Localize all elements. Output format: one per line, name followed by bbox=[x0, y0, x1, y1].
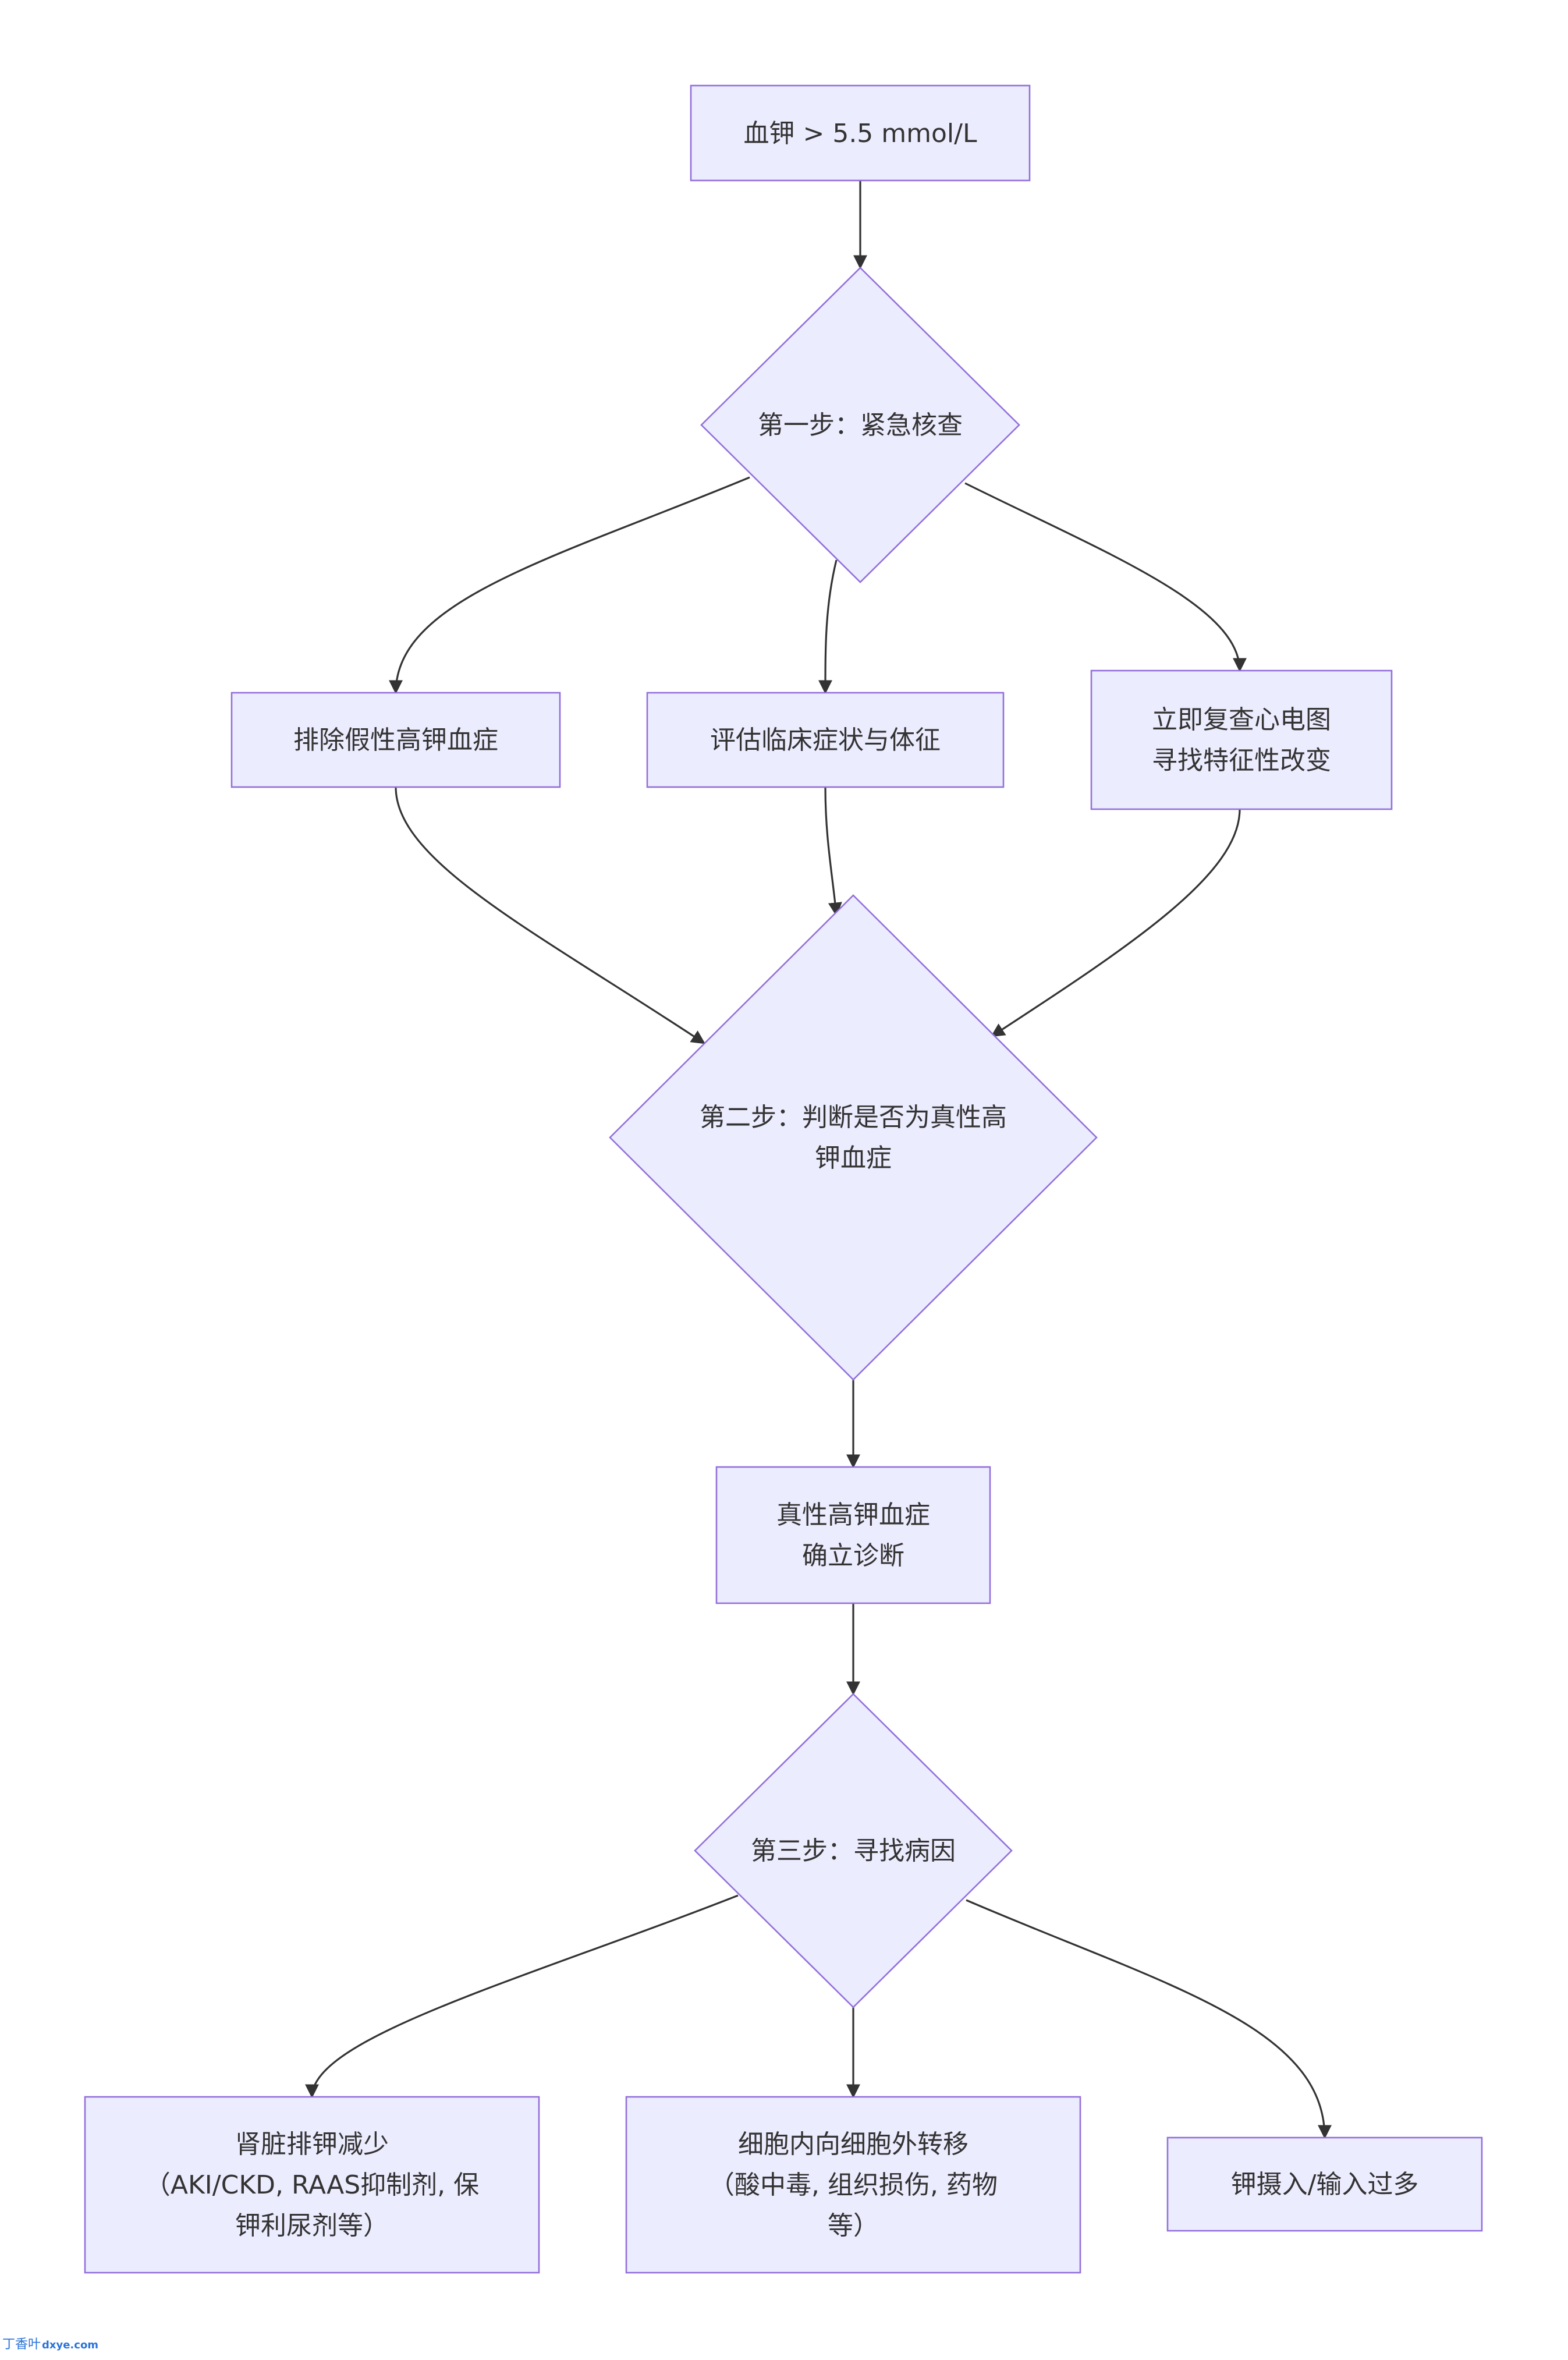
node-pseudo-line: 排除假性高钾血症 bbox=[293, 725, 498, 755]
edge-pseudo-to-step2 bbox=[395, 786, 706, 1044]
node-shift-line: 细胞内向细胞外转移 bbox=[738, 2129, 969, 2159]
node-ecg-line: 寻找特征性改变 bbox=[1152, 746, 1331, 775]
node-step2-label: 第二步：判断是否为真性高钾血症 bbox=[700, 1103, 1007, 1173]
node-step3-line: 第三步：寻找病因 bbox=[751, 1836, 956, 1866]
node-confirm-line: 真性高钾血症 bbox=[776, 1500, 930, 1530]
node-intake-box bbox=[1166, 2136, 1483, 2232]
node-ecg-box bbox=[1090, 669, 1393, 810]
nodes: 血钾 > 5.5 mmol/L 第一步：紧急核查 排除假性高钾血症 评估临床症状… bbox=[84, 84, 1483, 2274]
watermark: 丁香叶 dxye.com bbox=[2, 2337, 98, 2352]
node-pseudo-box bbox=[230, 692, 561, 788]
node-renal: 肾脏排钾减少 （AKI/CKD, RAAS抑制剂, 保钾利尿剂等） bbox=[84, 2096, 540, 2274]
node-step3-diamond bbox=[694, 1693, 1013, 2008]
node-step1-diamond bbox=[700, 267, 1020, 583]
watermark-brand: 丁香叶 bbox=[2, 2337, 41, 2352]
node-ecg: 立即复查心电图寻找特征性改变 bbox=[1090, 669, 1393, 810]
watermark-domain: dxye.com bbox=[42, 2339, 98, 2351]
node-confirm-box bbox=[715, 1466, 991, 1604]
node-confirm-label: 真性高钾血症确立诊断 bbox=[776, 1500, 930, 1571]
edge-step3-to-intake bbox=[966, 1899, 1332, 2139]
node-renal-line: 钾利尿剂等） bbox=[235, 2211, 389, 2241]
node-shift-box bbox=[625, 2096, 1081, 2274]
edge-step1-to-pseudo bbox=[389, 476, 750, 694]
node-shift-line: （酸中毒, 组织损伤, 药物 bbox=[709, 2170, 998, 2200]
node-shift-label: 细胞内向细胞外转移 （酸中毒, 组织损伤, 药物等） bbox=[709, 2129, 998, 2241]
node-pseudo: 排除假性高钾血症 bbox=[230, 692, 561, 788]
node-renal-box bbox=[84, 2096, 540, 2274]
node-start-box bbox=[690, 84, 1031, 182]
node-step1: 第一步：紧急核查 bbox=[700, 267, 1020, 583]
node-clinical: 评估临床症状与体征 bbox=[646, 692, 1005, 788]
node-step2-line: 第二步：判断是否为真性高 bbox=[700, 1103, 1007, 1132]
node-step2-diamond bbox=[609, 894, 1098, 1381]
edge-ecg-to-step2 bbox=[990, 809, 1241, 1037]
node-confirm: 真性高钾血症确立诊断 bbox=[715, 1466, 991, 1604]
node-clinical-line: 评估临床症状与体征 bbox=[710, 725, 941, 755]
node-ecg-line: 立即复查心电图 bbox=[1152, 705, 1331, 735]
node-pseudo-label: 排除假性高钾血症 bbox=[293, 725, 498, 755]
node-start-label: 血钾 > 5.5 mmol/L bbox=[743, 119, 977, 148]
node-step3: 第三步：寻找病因 bbox=[694, 1693, 1013, 2008]
edge-step3-to-renal bbox=[305, 1894, 739, 2099]
node-renal-label: 肾脏排钾减少 （AKI/CKD, RAAS抑制剂, 保钾利尿剂等） bbox=[145, 2129, 479, 2241]
node-step2: 第二步：判断是否为真性高钾血症 bbox=[609, 894, 1098, 1381]
node-shift-line: 等） bbox=[828, 2211, 879, 2241]
node-renal-line: 肾脏排钾减少 bbox=[235, 2129, 389, 2159]
edge-step1-to-clinical bbox=[818, 559, 838, 694]
node-step1-label: 第一步：紧急核查 bbox=[758, 410, 963, 440]
node-ecg-label: 立即复查心电图寻找特征性改变 bbox=[1152, 705, 1331, 775]
edge-step1-to-ecg bbox=[964, 482, 1247, 672]
node-confirm-line: 确立诊断 bbox=[802, 1541, 904, 1571]
node-step1-line: 第一步：紧急核查 bbox=[758, 410, 963, 440]
node-clinical-label: 评估临床症状与体征 bbox=[710, 725, 941, 755]
edges bbox=[305, 180, 1332, 2139]
node-start-line: 血钾 > 5.5 mmol/L bbox=[743, 119, 977, 148]
node-intake-line: 钾摄入/输入过多 bbox=[1231, 2170, 1419, 2199]
node-clinical-box bbox=[646, 692, 1005, 788]
node-intake: 钾摄入/输入过多 bbox=[1166, 2136, 1483, 2232]
node-step2-line: 钾血症 bbox=[815, 1143, 892, 1173]
node-renal-line: （AKI/CKD, RAAS抑制剂, 保 bbox=[145, 2170, 479, 2200]
edge-clinical-to-step2 bbox=[824, 786, 842, 917]
node-start: 血钾 > 5.5 mmol/L bbox=[690, 84, 1031, 182]
node-step3-label: 第三步：寻找病因 bbox=[751, 1836, 956, 1866]
node-intake-label: 钾摄入/输入过多 bbox=[1231, 2170, 1419, 2199]
node-shift: 细胞内向细胞外转移 （酸中毒, 组织损伤, 药物等） bbox=[625, 2096, 1081, 2274]
